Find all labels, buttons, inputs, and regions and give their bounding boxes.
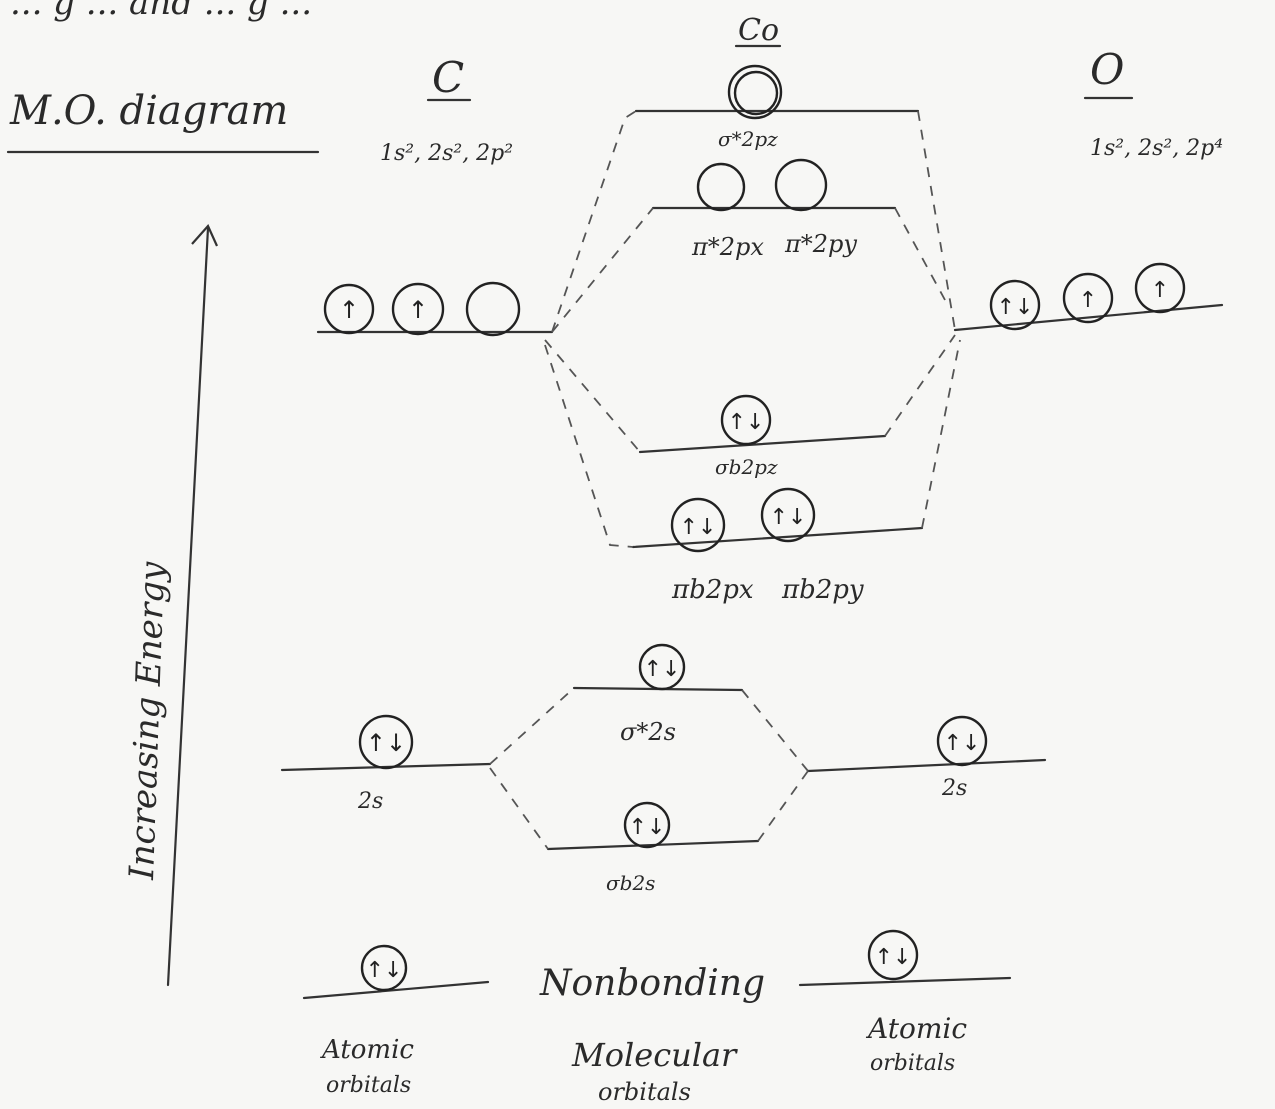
atom-right-symbol: O — [1090, 45, 1124, 94]
o-2s-label: 2s — [941, 776, 967, 801]
o-2s-electrons: ↑↓ — [944, 731, 981, 756]
nb-right-level — [798, 976, 1012, 987]
connector-c2p-pi-star — [551, 207, 654, 333]
orbital-sigma-star-2pz-inner — [733, 70, 779, 116]
connector-c2s-sigma-b — [489, 767, 549, 850]
c-2p-2-electrons: ↑ — [408, 296, 428, 324]
connector-c2p-sigma-star — [551, 110, 637, 333]
orbital-o-2s — [936, 715, 988, 767]
orbital-o-2p-2 — [1062, 272, 1114, 324]
nb-left-level — [302, 980, 490, 1000]
orbital-sigma-star-2s — [638, 643, 686, 691]
sigma-b-2pz-label: σb2pz — [715, 455, 778, 479]
footer-left-line1: Atomic — [320, 1035, 414, 1065]
c-2p-1-electrons: ↑ — [339, 296, 359, 324]
o-2s-level — [806, 758, 1047, 773]
connector-o2p-sigma-star — [917, 110, 956, 331]
sigma-b-2pz-level — [638, 434, 887, 454]
orbital-pi-star-2py — [774, 158, 828, 212]
connector-c2p-sigma-b — [544, 339, 641, 453]
nb-right-electrons: ↑↓ — [875, 945, 912, 970]
top-fragment-text: ... g ... and ... g ... — [10, 0, 312, 23]
o-2p-2-electrons: ↑ — [1079, 288, 1097, 313]
connector-o2p-sigma-b — [884, 334, 956, 437]
sigma-star-2s-electrons: ↑↓ — [644, 657, 681, 682]
orbital-c-2p-1 — [323, 283, 375, 335]
sigma-b-2s-electrons: ↑↓ — [629, 815, 666, 840]
pi-star-2py-label: π*2py — [784, 230, 857, 258]
sigma-b-2s-label: σb2s — [606, 871, 655, 895]
orbital-nb-left — [360, 944, 408, 992]
footer-left-line2: orbitals — [326, 1073, 411, 1098]
axis-label: Increasing Energy — [122, 560, 173, 881]
orbital-sigma-star-2pz — [727, 64, 783, 120]
orbital-o-2p-3 — [1134, 262, 1186, 314]
c-2s-electrons: ↑↓ — [366, 729, 406, 757]
connector-o2p-pi-star — [894, 207, 946, 301]
orbital-sigma-b-2s — [623, 801, 671, 849]
orbital-c-2s — [358, 714, 414, 770]
orbital-sigma-b-2pz — [720, 394, 772, 446]
orbital-nb-right — [867, 929, 919, 981]
nonbonding-label: Nonbonding — [539, 963, 765, 1004]
sigma-b-2pz-electrons: ↑↓ — [728, 410, 765, 435]
c-2s-label: 2s — [357, 789, 383, 814]
atom-left-config: 1s², 2s², 2p² — [380, 141, 513, 166]
pi-b-2px-electrons: ↑↓ — [680, 515, 717, 540]
pi-b-2px-label: πb2px — [671, 575, 754, 605]
orbital-c-2p-3 — [465, 281, 521, 337]
nb-left-electrons: ↑↓ — [366, 958, 403, 983]
pi-b-2py-electrons: ↑↓ — [770, 505, 807, 530]
orbital-c-2p-2 — [391, 282, 445, 336]
sigma-star-2s-label: σ*2s — [620, 718, 676, 746]
atom-right-config: 1s², 2s², 2p⁴ — [1090, 136, 1223, 161]
footer-right-line2: orbitals — [870, 1051, 955, 1076]
energy-axis-arrow — [166, 226, 210, 987]
o-2p-1-electrons: ↑↓ — [997, 295, 1034, 320]
o-2p-level — [953, 303, 1224, 332]
footer-center-line1: Molecular — [571, 1036, 738, 1074]
molecule-label: Co — [738, 13, 779, 48]
pi-b-2py-label: πb2py — [781, 575, 864, 605]
sigma-star-2pz-label: σ*2pz — [718, 127, 778, 151]
connector-o2s-sigma-star — [741, 689, 809, 772]
connector-o2p-pi-b — [921, 339, 961, 529]
energy-axis-arrowhead — [191, 223, 219, 247]
o-2p-3-electrons: ↑ — [1151, 278, 1169, 303]
pi-star-2px-label: π*2px — [691, 233, 764, 261]
connector-o2s-sigma-b — [757, 770, 809, 842]
footer-right-line1: Atomic — [865, 1012, 967, 1045]
orbital-o-2p-1 — [989, 279, 1041, 331]
connector-c2s-sigma-star — [489, 687, 575, 765]
orbital-pi-b-2py — [760, 487, 816, 543]
page-title: M.O. diagram — [9, 88, 288, 134]
connector-c2p-pi-b — [544, 344, 634, 548]
atom-left-symbol: C — [432, 53, 464, 102]
footer-center-line2: orbitals — [598, 1078, 691, 1106]
orbital-pi-b-2px — [670, 497, 726, 553]
orbital-pi-star-2px — [696, 162, 746, 212]
